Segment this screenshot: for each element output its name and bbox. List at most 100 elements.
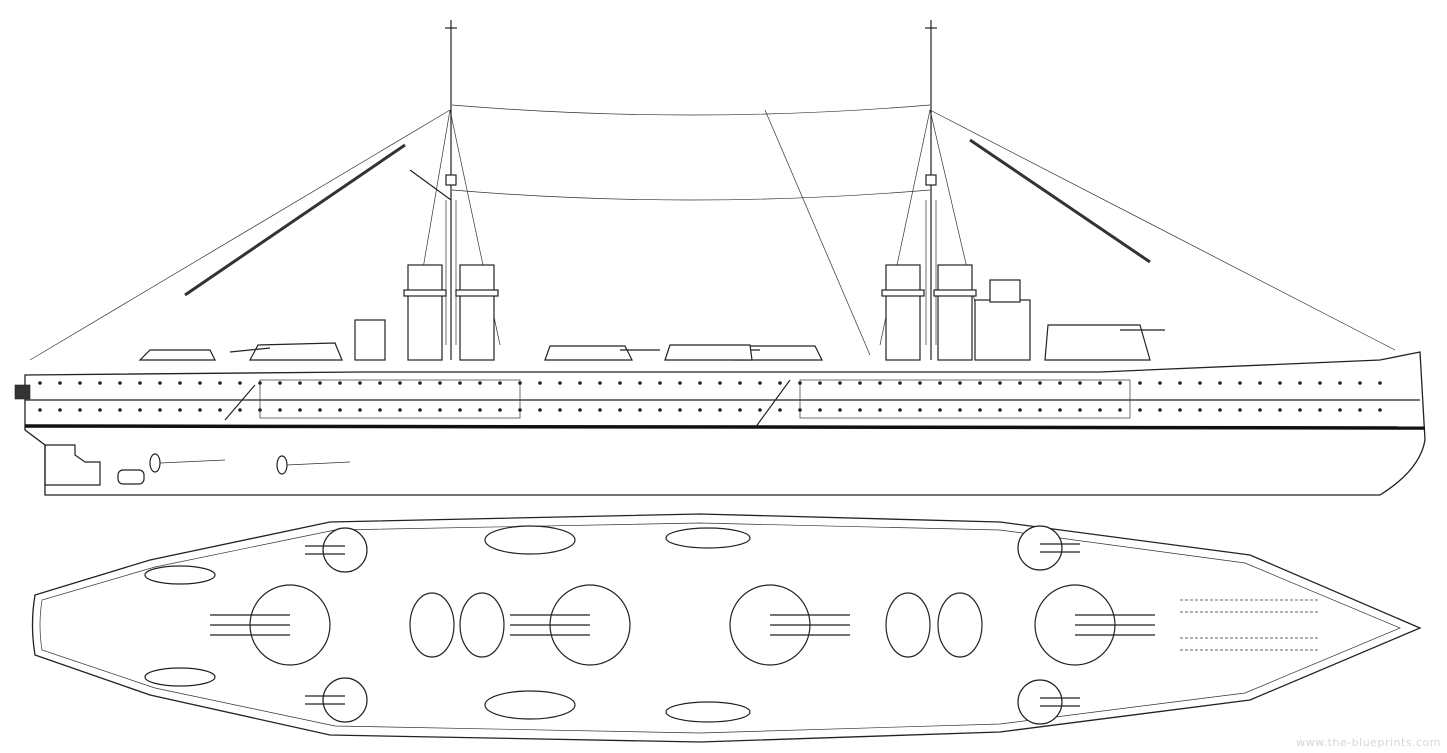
porthole <box>838 408 842 412</box>
porthole <box>758 381 762 385</box>
porthole <box>1178 381 1182 385</box>
wing-turret <box>1017 679 1063 725</box>
porthole <box>378 408 382 412</box>
porthole <box>798 408 802 412</box>
propellers-rudder <box>44 444 351 486</box>
plan-turrets <box>210 525 1155 725</box>
porthole <box>78 408 82 412</box>
porthole <box>1058 381 1062 385</box>
porthole <box>958 408 962 412</box>
porthole <box>1298 408 1302 412</box>
porthole <box>958 381 962 385</box>
porthole <box>398 408 402 412</box>
side-profile-view <box>14 20 1426 496</box>
porthole <box>1258 381 1262 385</box>
porthole <box>1118 408 1122 412</box>
porthole <box>358 408 362 412</box>
porthole <box>518 408 522 412</box>
porthole <box>898 381 902 385</box>
porthole <box>578 408 582 412</box>
porthole <box>898 408 902 412</box>
porthole <box>658 408 662 412</box>
porthole <box>238 408 242 412</box>
porthole <box>558 381 562 385</box>
porthole <box>478 381 482 385</box>
porthole <box>838 381 842 385</box>
porthole <box>1118 381 1122 385</box>
porthole <box>438 408 442 412</box>
porthole <box>618 381 622 385</box>
porthole <box>998 408 1002 412</box>
porthole <box>1378 408 1382 412</box>
porthole <box>1038 408 1042 412</box>
porthole <box>178 408 182 412</box>
rigging-lines <box>29 104 1396 361</box>
porthole <box>1138 381 1142 385</box>
porthole <box>338 408 342 412</box>
porthole <box>118 381 122 385</box>
porthole <box>158 381 162 385</box>
porthole <box>1318 408 1322 412</box>
porthole <box>778 381 782 385</box>
gun-barrels <box>305 695 345 705</box>
porthole <box>1278 381 1282 385</box>
porthole <box>1058 408 1062 412</box>
porthole <box>58 381 62 385</box>
porthole <box>538 381 542 385</box>
porthole <box>238 381 242 385</box>
porthole <box>1138 408 1142 412</box>
porthole <box>1358 408 1362 412</box>
anchor-chains <box>1180 599 1320 651</box>
porthole <box>1198 408 1202 412</box>
porthole <box>558 408 562 412</box>
porthole <box>1018 381 1022 385</box>
porthole <box>418 381 422 385</box>
porthole <box>138 408 142 412</box>
porthole <box>638 381 642 385</box>
porthole <box>678 408 682 412</box>
porthole <box>918 381 922 385</box>
porthole <box>598 408 602 412</box>
porthole <box>678 381 682 385</box>
porthole <box>318 408 322 412</box>
funnels <box>403 264 977 361</box>
porthole <box>1238 381 1242 385</box>
porthole <box>1338 381 1342 385</box>
porthole <box>498 381 502 385</box>
porthole <box>1338 408 1342 412</box>
side-hull <box>14 351 1426 496</box>
porthole <box>1218 408 1222 412</box>
gun-barrels <box>1040 697 1080 707</box>
porthole <box>178 381 182 385</box>
porthole <box>298 381 302 385</box>
porthole <box>98 408 102 412</box>
porthole <box>1278 408 1282 412</box>
plan-hull <box>31 513 1422 743</box>
porthole <box>518 381 522 385</box>
porthole <box>638 408 642 412</box>
porthole <box>698 381 702 385</box>
porthole <box>618 408 622 412</box>
porthole <box>858 381 862 385</box>
porthole <box>818 381 822 385</box>
porthole <box>1038 381 1042 385</box>
portholes <box>38 381 1382 412</box>
porthole <box>478 408 482 412</box>
funnel-tops <box>409 592 983 658</box>
fore-mast <box>925 20 937 360</box>
gun-barrels <box>1040 543 1080 553</box>
porthole <box>1378 381 1382 385</box>
gun-barrels <box>1075 614 1155 636</box>
porthole <box>1078 408 1082 412</box>
porthole <box>1298 381 1302 385</box>
porthole <box>698 408 702 412</box>
wing-turret <box>1017 525 1063 571</box>
porthole <box>978 408 982 412</box>
porthole <box>438 381 442 385</box>
bridge-structure <box>354 279 1031 361</box>
side-turrets <box>138 324 1165 361</box>
porthole <box>818 408 822 412</box>
lifeboats <box>144 525 751 723</box>
porthole <box>458 381 462 385</box>
